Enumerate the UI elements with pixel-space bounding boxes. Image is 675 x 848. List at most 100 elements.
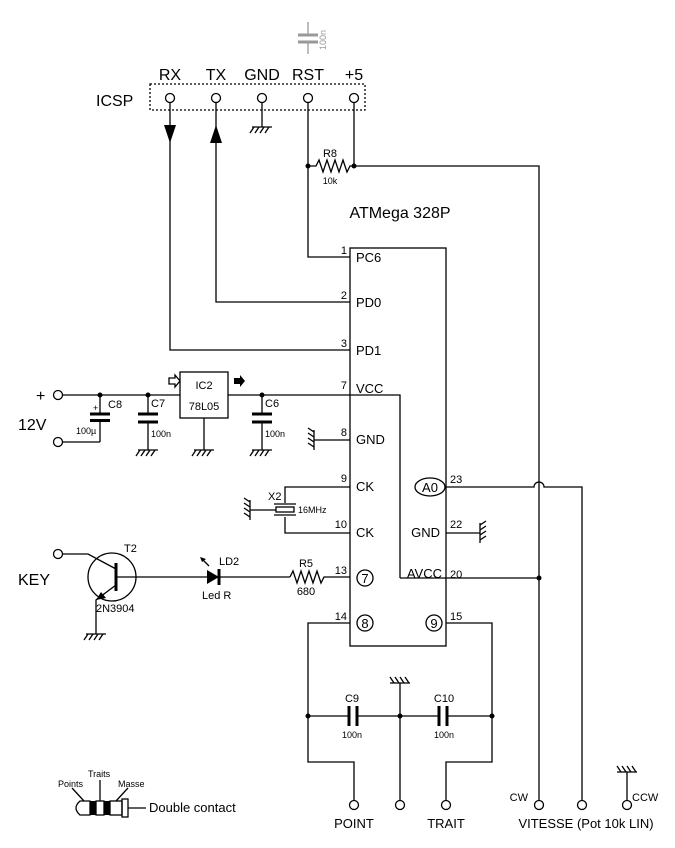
jack-points-label: Points	[58, 779, 84, 789]
chip-pin-ck2: 10 CK	[335, 519, 375, 540]
ld2-ref: LD2	[219, 556, 239, 568]
power-minus-terminal	[52, 436, 64, 448]
svg-text:A0: A0	[422, 480, 438, 495]
svg-text:9: 9	[430, 616, 437, 631]
c8-value: 100µ	[76, 426, 96, 436]
icsp-pin-tx: TX	[206, 67, 227, 104]
ground-symbol	[249, 103, 272, 134]
svg-text:14: 14	[335, 611, 347, 623]
rst-wire	[307, 103, 350, 258]
svg-text:20: 20	[450, 569, 462, 581]
c9-ref: C9	[345, 693, 359, 705]
trait-terminal: TRAIT	[427, 799, 465, 831]
svg-text:GND: GND	[356, 432, 385, 447]
r8-value: 10k	[323, 176, 338, 186]
capacitor-c9: C9 100n	[308, 693, 400, 740]
capacitor-c7: C7 100n	[138, 395, 171, 450]
jack-plug-icon	[71, 780, 146, 818]
icsp-pin-label: +5	[345, 67, 363, 84]
key-terminal	[52, 548, 64, 560]
x2-ref: X2	[268, 491, 281, 503]
ccw-terminal: CCW	[616, 765, 659, 811]
svg-text:VCC: VCC	[356, 381, 383, 396]
ccw-label: CCW	[632, 792, 659, 804]
power-plus-label: +	[36, 388, 45, 405]
chip-pin-pd1: 3 PD1	[341, 338, 381, 358]
svg-text:3: 3	[341, 338, 347, 350]
chip-pin-ck1: 9 CK	[341, 473, 375, 494]
wiper-terminal	[576, 799, 588, 811]
svg-text:23: 23	[450, 474, 462, 486]
svg-text:PD0: PD0	[356, 295, 381, 310]
icsp-label: ICSP	[96, 93, 133, 110]
vcc-cw-wire	[354, 165, 540, 800]
rx-arrow	[164, 125, 176, 143]
key-label: KEY	[18, 572, 50, 589]
icsp-pin-rst: RST	[292, 67, 324, 104]
output-arrow-icon	[234, 375, 245, 387]
ic2-value: 78L05	[189, 401, 220, 413]
jack-caption: Double contact	[149, 800, 236, 815]
svg-text:2: 2	[341, 290, 347, 302]
rx-wire	[169, 103, 350, 351]
svg-text:15: 15	[450, 611, 462, 623]
capacitor-c10: C10 100n	[400, 693, 492, 740]
point-wire	[307, 622, 355, 800]
capacitor-c8: + C8 100µ	[76, 395, 122, 442]
ic2-ref: IC2	[195, 380, 212, 392]
trait-wire	[445, 622, 493, 800]
point-terminal: POINT	[334, 799, 374, 831]
chip-pin-a0: A0 23	[414, 474, 462, 497]
c6-value: 100n	[265, 429, 285, 439]
ground-symbol	[249, 449, 272, 457]
chip-pin-13: 13 7	[335, 565, 374, 587]
t2-value: 2N3904	[96, 603, 135, 615]
svg-text:+: +	[93, 403, 98, 413]
input-arrow-icon	[168, 373, 181, 389]
chip-pin-14: 14 8	[335, 611, 374, 632]
svg-text:PD1: PD1	[356, 343, 381, 358]
cw-label: CW	[510, 792, 529, 804]
ground-symbol	[446, 520, 487, 543]
svg-text:AVCC: AVCC	[407, 566, 442, 581]
ground-symbol	[307, 427, 350, 450]
t2-ref: T2	[124, 543, 137, 555]
svg-text:PC6: PC6	[356, 250, 381, 265]
c6-ref: C6	[265, 398, 279, 410]
transistor-t2: T2 2N3904	[63, 543, 160, 634]
c10-value: 100n	[434, 730, 454, 740]
chip-pin-gnd-left: 8 GND	[341, 427, 385, 447]
c10-ref: C10	[434, 693, 454, 705]
led-ld2: LD2 Led R	[160, 556, 290, 602]
a0-wire	[446, 481, 583, 800]
point-label: POINT	[334, 816, 374, 831]
ground-symbol	[83, 633, 106, 641]
icsp-header-outline	[149, 83, 366, 111]
chip-pin-gnd-right: GND 22	[411, 519, 462, 540]
svg-text:CK: CK	[356, 525, 374, 540]
x2-value: 16MHz	[298, 505, 327, 515]
r5-value: 680	[297, 586, 315, 598]
power-voltage-label: 12V	[18, 417, 47, 434]
icsp-pin-gnd: GND	[244, 67, 280, 104]
svg-text:7: 7	[361, 571, 368, 586]
cw-terminal: CW	[510, 792, 545, 811]
icsp-pin-label: RST	[292, 67, 324, 84]
trait-label: TRAIT	[427, 816, 465, 831]
icsp-pin-label: TX	[206, 67, 227, 84]
ground-symbol	[389, 676, 410, 684]
svg-text:8: 8	[361, 616, 368, 631]
svg-text:22: 22	[450, 519, 462, 531]
svg-text:13: 13	[335, 565, 347, 577]
capacitor-c6: C6 100n	[252, 395, 285, 450]
c7-value: 100n	[151, 429, 171, 439]
chip-pin-pc6: 1 PC6	[341, 245, 381, 265]
c9-value: 100n	[342, 730, 362, 740]
crystal-x2: X2 16MHz	[243, 486, 350, 534]
icsp-pin-label: RX	[159, 67, 182, 84]
vcc-rail	[228, 394, 401, 578]
svg-text:9: 9	[341, 473, 347, 485]
r5-ref: R5	[299, 558, 313, 570]
tx-arrow	[210, 125, 222, 143]
atmega-chip-body	[349, 247, 447, 647]
